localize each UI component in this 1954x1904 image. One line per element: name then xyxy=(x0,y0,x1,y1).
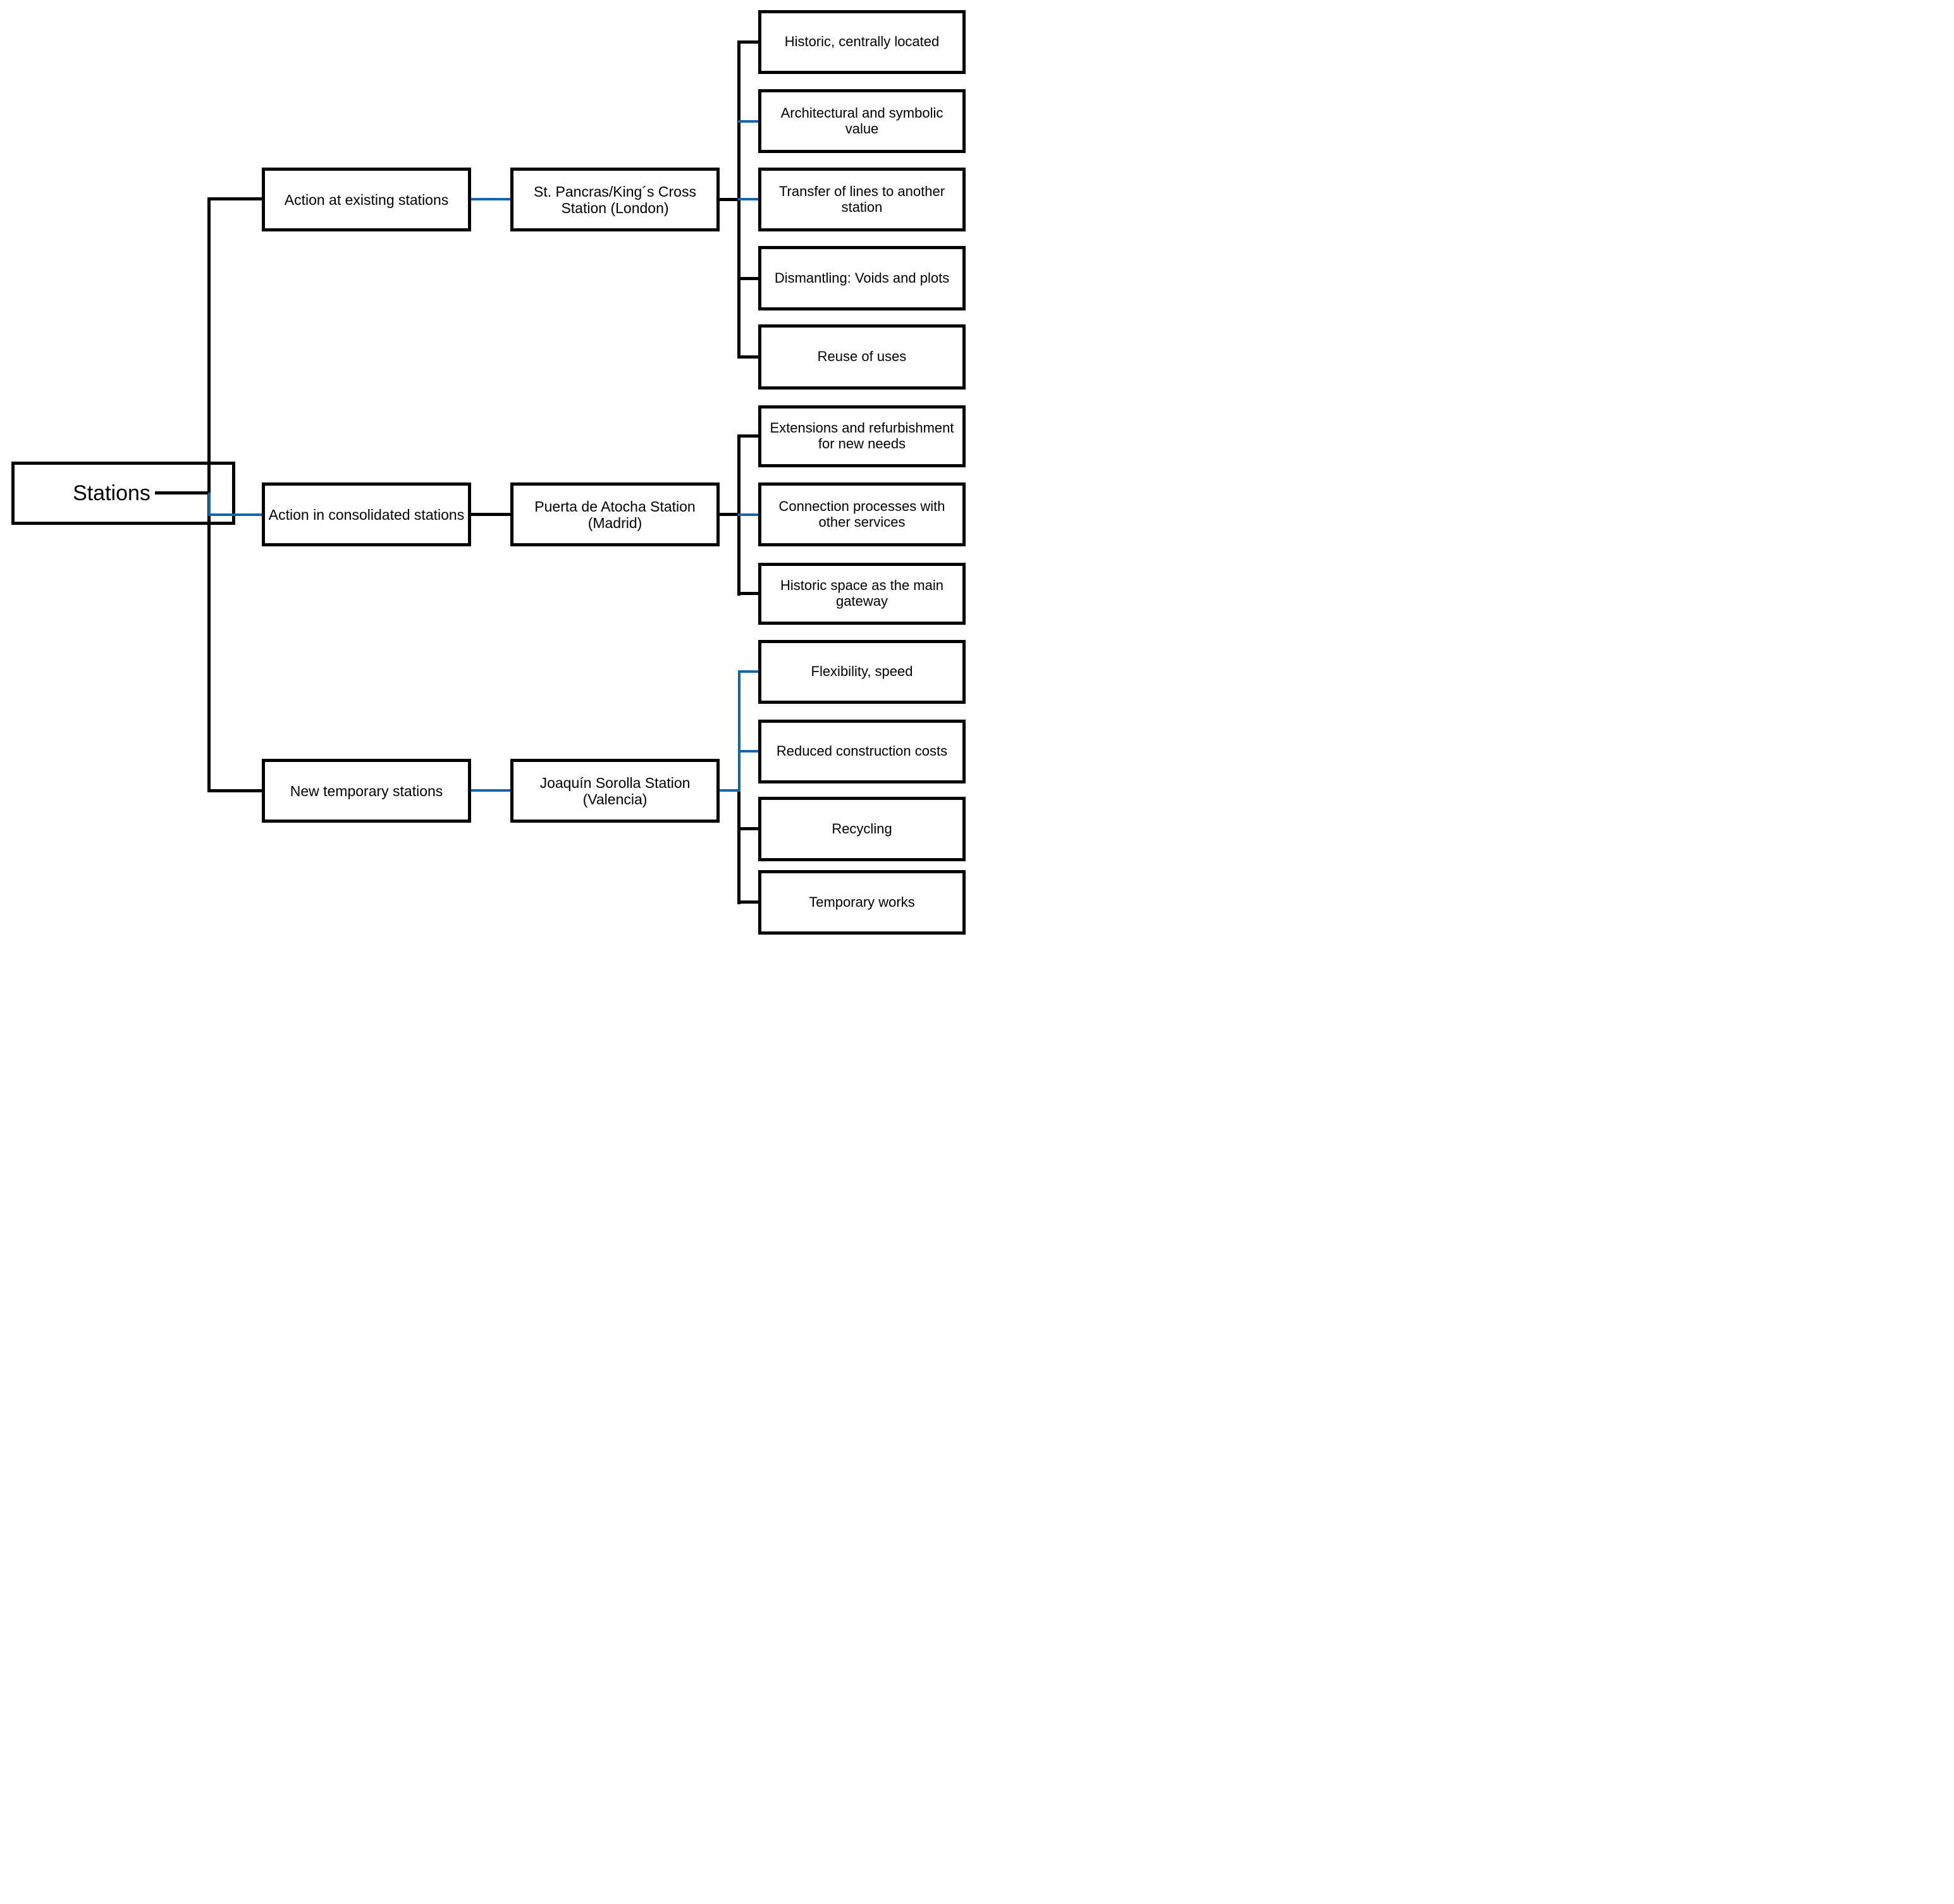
stub-transfer-of-lines-blue xyxy=(738,198,758,200)
connector-atocha-to-bracket xyxy=(720,513,740,516)
bracket-group3-upper-line-blue xyxy=(738,670,740,790)
leaf-node-historic-centrally-located: Historic, centrally located xyxy=(758,10,966,74)
stub-historic-space-gateway xyxy=(737,592,758,595)
stub-architectural-symbolic-blue xyxy=(738,120,758,123)
trunk-elbow-bottom-line xyxy=(207,789,262,792)
category-node-temporary-stations: New temporary stations xyxy=(262,759,471,823)
connector-sorolla-to-bracket-blue xyxy=(720,789,740,792)
leaf-node-reduced-construction-costs: Reduced construction costs xyxy=(758,720,966,783)
stub-recycling xyxy=(737,827,758,830)
stub-dismantling xyxy=(737,277,758,280)
leaf-node-reuse-of-uses: Reuse of uses xyxy=(758,324,966,390)
leaf-node-architectural-symbolic-value: Architectural and symbolic value xyxy=(758,89,966,153)
connector-consolidated-to-atocha xyxy=(471,513,510,516)
stub-historic-centrally-located xyxy=(737,40,758,44)
leaf-node-dismantling-voids-plots: Dismantling: Voids and plots xyxy=(758,246,966,310)
root-elbow-horizontal-blue xyxy=(208,513,262,516)
leaf-node-flexibility-speed: Flexibility, speed xyxy=(758,640,966,704)
leaf-node-connection-processes: Connection processes with other services xyxy=(758,482,966,546)
diagram-canvas: Stations Action at existing stations Act… xyxy=(0,0,977,952)
leaf-node-recycling: Recycling xyxy=(758,797,966,861)
station-node-atocha: Puerta de Atocha Station (Madrid) xyxy=(510,482,720,546)
stub-flexibility-speed-blue xyxy=(738,670,758,673)
leaf-node-transfer-of-lines: Transfer of lines to another station xyxy=(758,168,966,231)
leaf-node-historic-space-gateway: Historic space as the main gateway xyxy=(758,563,966,625)
bracket-group3-lower-line xyxy=(737,789,740,904)
stub-connection-processes-blue xyxy=(738,513,758,516)
root-connector-line xyxy=(155,491,211,494)
connector-temporary-to-sorolla-blue xyxy=(471,789,510,792)
category-node-existing-stations: Action at existing stations xyxy=(262,168,471,231)
root-elbow-vertical-blue xyxy=(208,493,211,516)
trunk-elbow-top-line xyxy=(207,197,262,200)
station-node-st-pancras: St. Pancras/King´s Cross Station (London… xyxy=(510,168,720,231)
connector-existing-to-stpancras-blue xyxy=(471,198,510,200)
leaf-node-temporary-works: Temporary works xyxy=(758,870,966,935)
connector-stpancras-to-bracket xyxy=(720,198,740,201)
stub-extensions xyxy=(737,434,758,438)
stub-reuse-of-uses xyxy=(737,355,758,359)
leaf-node-extensions-refurbishment: Extensions and refurbishment for new nee… xyxy=(758,405,966,467)
stub-temporary-works xyxy=(737,900,758,904)
stub-reduced-costs-blue xyxy=(738,750,758,752)
station-node-joaquin-sorolla: Joaquín Sorolla Station (Valencia) xyxy=(510,759,720,823)
category-node-consolidated-stations: Action in consolidated stations xyxy=(262,482,471,546)
